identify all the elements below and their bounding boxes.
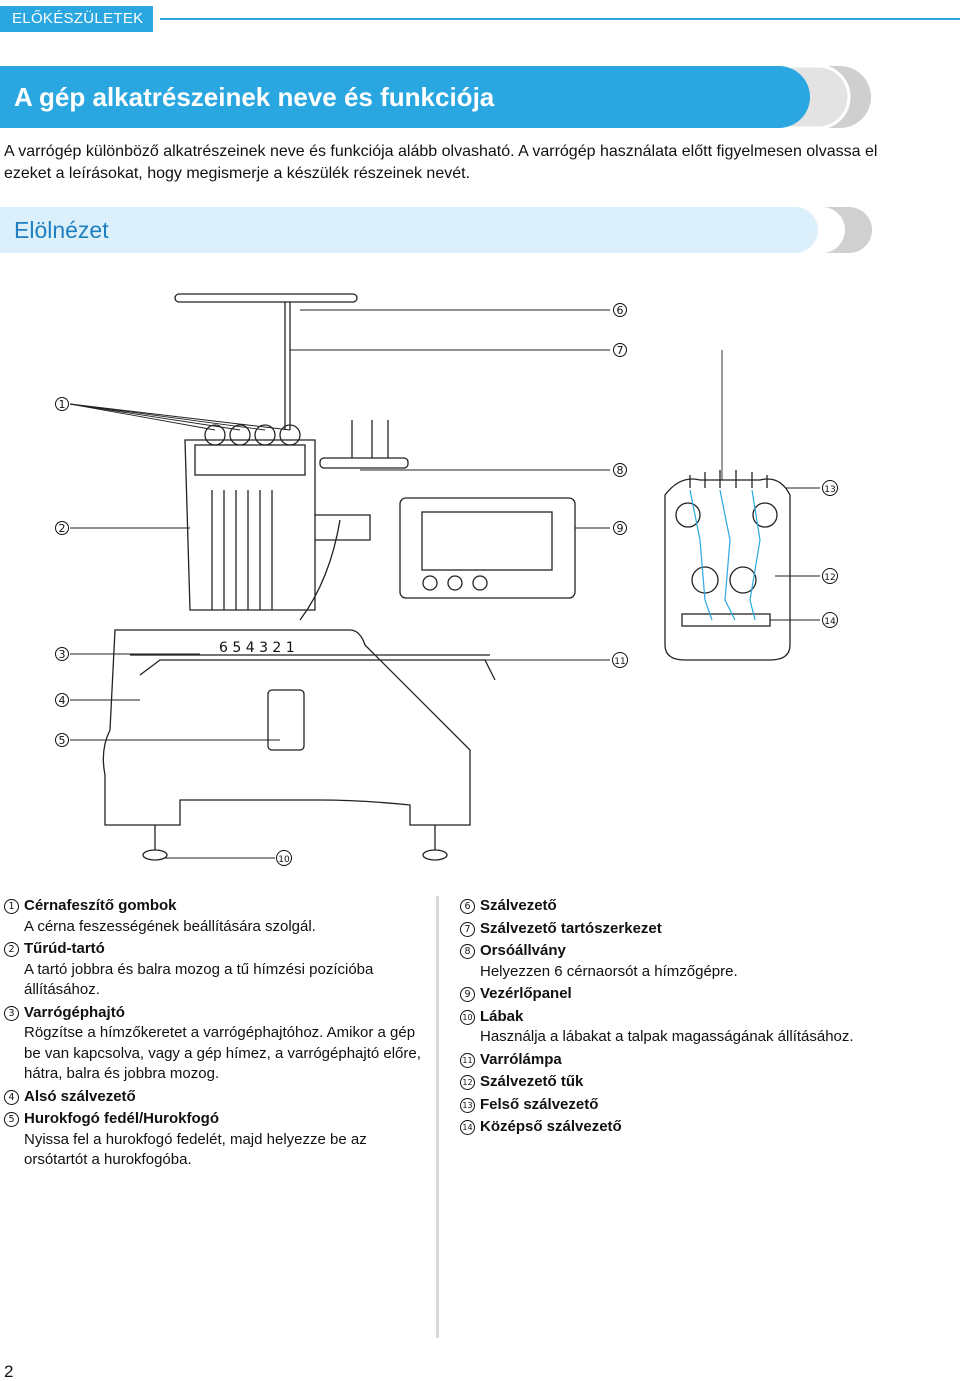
svg-text:11: 11 — [614, 657, 625, 667]
part-number-badge: 10 — [460, 1009, 475, 1025]
part-number-badge: 4 — [4, 1089, 19, 1105]
svg-text:5: 5 — [59, 734, 66, 747]
part-item: 10 Lábak Használja a lábakat a talpak ma… — [460, 1007, 900, 1048]
part-item: 11 Varrólámpa — [460, 1050, 900, 1071]
svg-text:9: 9 — [617, 522, 624, 535]
callout-6: 6 — [613, 303, 627, 317]
callout-1: 1 — [55, 397, 69, 411]
parts-list-right: 6 Szálvezető 7 Szálvezető tartószerkezet… — [460, 896, 900, 1140]
part-item: 9 Vezérlőpanel — [460, 984, 900, 1005]
svg-text:14: 14 — [824, 617, 836, 627]
part-name: Hurokfogó fedél/Hurokfogó — [24, 1110, 219, 1127]
part-number-badge: 14 — [460, 1120, 475, 1135]
callout-13: 13 — [822, 480, 838, 496]
callout-4: 4 — [55, 693, 69, 707]
svg-text:7: 7 — [617, 344, 624, 357]
part-name: Lábak — [480, 1007, 524, 1025]
part-name: Szálvezető — [480, 897, 557, 914]
page-title: A gép alkatrészeinek neve és funkciója — [14, 82, 495, 112]
part-name: Alsó szálvezető — [24, 1087, 136, 1105]
part-number-badge: 2 — [4, 942, 19, 957]
machine-head — [184, 439, 316, 611]
control-panel — [399, 497, 576, 599]
callout-8: 8 — [613, 463, 627, 477]
machine-base — [102, 629, 471, 826]
callout-3: 3 — [55, 647, 69, 661]
part-name: Orsóállvány — [480, 942, 566, 959]
svg-text:3: 3 — [59, 648, 66, 661]
part-name: Középső szálvezető — [480, 1118, 622, 1135]
part-number-badge: 5 — [4, 1112, 19, 1127]
intro-paragraph: A varrógép különböző alkatrészeinek neve… — [4, 143, 878, 182]
part-name: Tűrúd-tartó — [24, 940, 105, 957]
section-header-rule — [160, 18, 960, 20]
subtitle-chevron-deco-icon — [822, 207, 872, 253]
part-description: Nyissa fel a hurokfogó fedelét, majd hel… — [24, 1130, 367, 1169]
page-title-band: A gép alkatrészeinek neve és funkciója — [0, 66, 810, 128]
section-header-label: ELŐKÉSZÜLETEK — [0, 6, 154, 32]
part-item: 1 Cérnafeszítő gombok A cérna feszességé… — [4, 896, 424, 937]
machine-front-view-diagram: 1 2 3 4 5 6 7 8 9 10 11 12 13 14 6 5 4 3… — [55, 293, 838, 866]
callout-2: 2 — [55, 521, 69, 535]
part-number-badge: 13 — [460, 1097, 475, 1113]
part-number-badge: 12 — [460, 1075, 475, 1090]
svg-text:8: 8 — [617, 464, 624, 477]
part-item: 4 Alsó szálvezető — [4, 1087, 424, 1108]
callout-10: 10 — [276, 850, 292, 866]
callout-9: 9 — [613, 521, 627, 535]
svg-text:10: 10 — [278, 855, 290, 865]
part-name: Cérnafeszítő gombok — [24, 897, 177, 914]
svg-text:4: 4 — [59, 694, 66, 707]
subsection-title: Elölnézet — [14, 217, 109, 243]
part-number-badge: 7 — [460, 921, 475, 937]
callout-12: 12 — [822, 568, 838, 584]
callout-14: 14 — [822, 612, 838, 628]
part-name: Varrógéphajtó — [24, 1003, 125, 1021]
thread-guide-detail — [664, 478, 791, 661]
part-name: Felső szálvezető — [480, 1095, 599, 1113]
svg-text:2: 2 — [59, 522, 66, 535]
part-item: 12 Szálvezető tűk — [460, 1072, 900, 1093]
part-item: 7 Szálvezető tartószerkezet — [460, 919, 900, 940]
section-header: ELŐKÉSZÜLETEK — [0, 6, 960, 32]
needle-number-labels: 6 5 4 3 2 1 — [219, 640, 295, 656]
spool-stand — [319, 457, 409, 469]
thread-guide-bar — [174, 293, 358, 303]
part-number-badge: 8 — [460, 944, 475, 959]
part-description: Használja a lábakat a talpak magasságána… — [480, 1028, 854, 1045]
part-item: 14 Középső szálvezető — [460, 1117, 900, 1138]
part-item: 2 Tűrúd-tartó A tartó jobbra és balra mo… — [4, 939, 424, 1001]
part-description: A cérna feszességének beállítására szolg… — [24, 917, 316, 935]
part-description: A tartó jobbra és balra mozog a tű hímzé… — [24, 960, 374, 999]
part-name: Szálvezető tartószerkezet — [480, 919, 662, 937]
svg-text:12: 12 — [824, 573, 835, 583]
part-number-badge: 9 — [460, 987, 475, 1002]
part-name: Vezérlőpanel — [480, 985, 572, 1002]
part-name: Szálvezető tűk — [480, 1073, 584, 1090]
subsection-band: Elölnézet — [0, 207, 818, 253]
callout-5: 5 — [55, 733, 69, 747]
part-item: 5 Hurokfogó fedél/Hurokfogó Nyissa fel a… — [4, 1109, 424, 1171]
part-number-badge: 1 — [4, 899, 19, 914]
part-item: 3 Varrógéphajtó Rögzítse a hímzőkeretet … — [4, 1003, 424, 1085]
column-divider — [436, 896, 439, 1338]
part-item: 13 Felső szálvezető — [460, 1095, 900, 1116]
callout-7: 7 — [613, 343, 627, 357]
part-item: 8 Orsóállvány Helyezzen 6 cérnaorsót a h… — [460, 941, 900, 982]
part-description: Rögzítse a hímzőkeretet a varrógéphajtóh… — [24, 1024, 421, 1082]
part-number-badge: 3 — [4, 1005, 19, 1021]
part-number-badge: 6 — [460, 899, 475, 914]
part-item: 6 Szálvezető — [460, 896, 900, 917]
svg-text:1: 1 — [59, 398, 66, 411]
callout-11: 11 — [612, 652, 628, 668]
svg-text:6: 6 — [617, 304, 624, 317]
page-number: 2 — [4, 1362, 14, 1381]
svg-text:13: 13 — [824, 485, 835, 495]
part-name: Varrólámpa — [480, 1050, 562, 1068]
parts-list-left: 1 Cérnafeszítő gombok A cérna feszességé… — [4, 896, 424, 1173]
part-description: Helyezzen 6 cérnaorsót a hímzőgépre. — [480, 962, 738, 980]
part-number-badge: 11 — [460, 1052, 475, 1068]
